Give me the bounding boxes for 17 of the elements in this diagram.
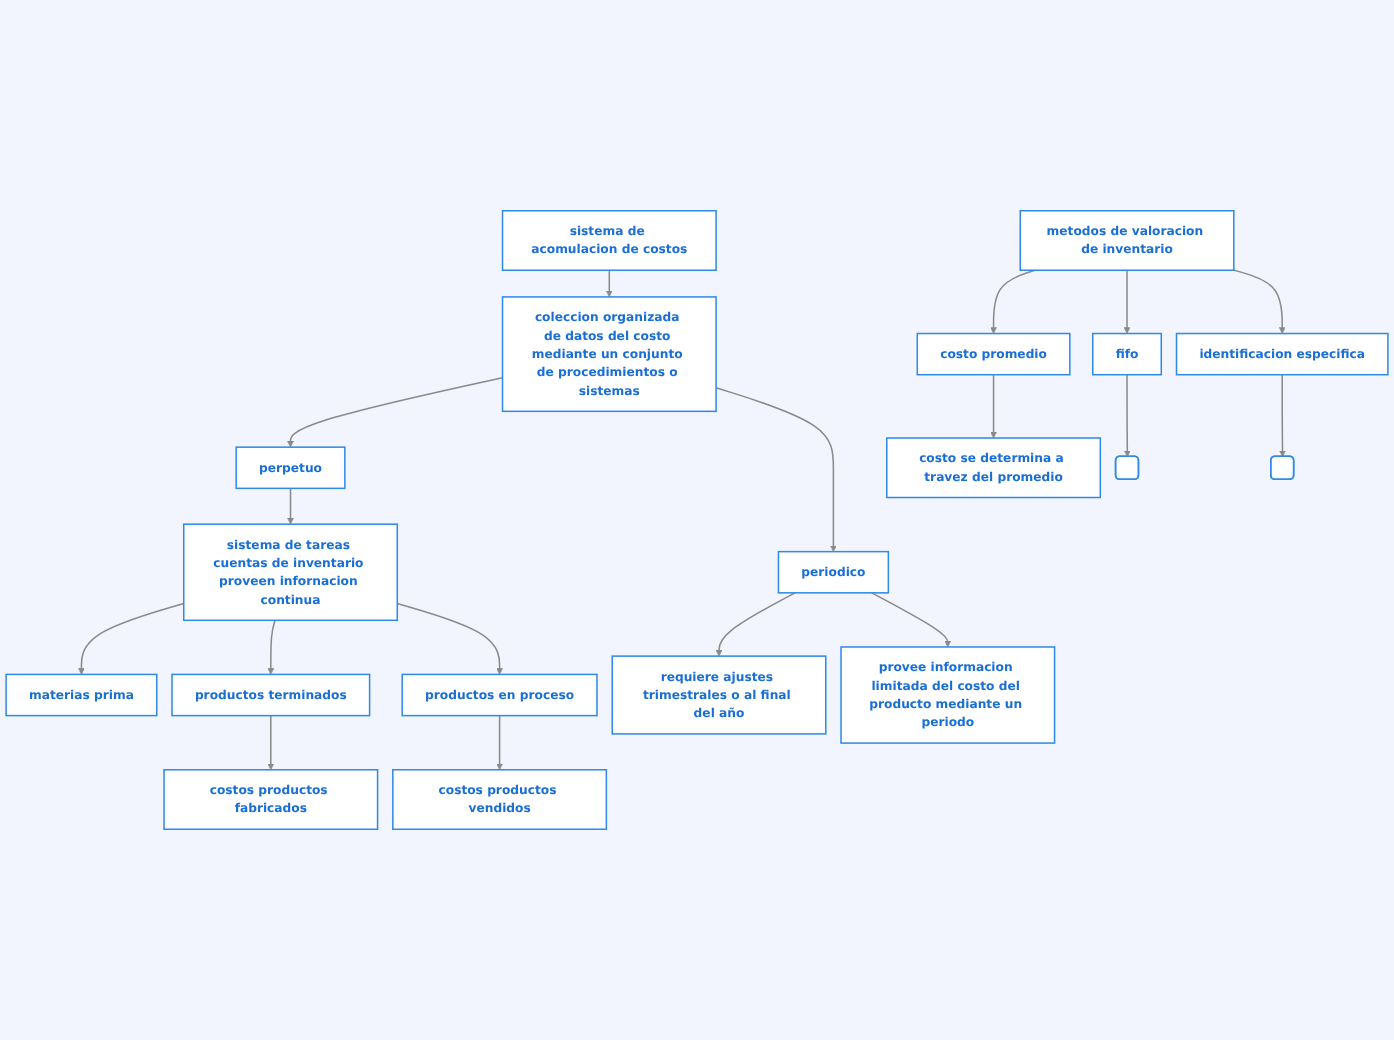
arrow bbox=[287, 487, 294, 525]
arrow bbox=[990, 269, 1036, 334]
arrow bbox=[496, 714, 503, 771]
arrow bbox=[605, 269, 613, 298]
arrow bbox=[715, 592, 796, 657]
arrow bbox=[396, 602, 503, 675]
arrow bbox=[715, 386, 837, 552]
arrow bbox=[78, 602, 185, 675]
arrow bbox=[287, 377, 504, 448]
arrow bbox=[267, 714, 275, 771]
arrow bbox=[1123, 373, 1131, 457]
arrow bbox=[1233, 269, 1286, 334]
arrow bbox=[871, 592, 952, 648]
arrow bbox=[1279, 373, 1286, 457]
arrow bbox=[267, 619, 276, 675]
arrow bbox=[990, 373, 997, 439]
arrow bbox=[1123, 269, 1131, 334]
